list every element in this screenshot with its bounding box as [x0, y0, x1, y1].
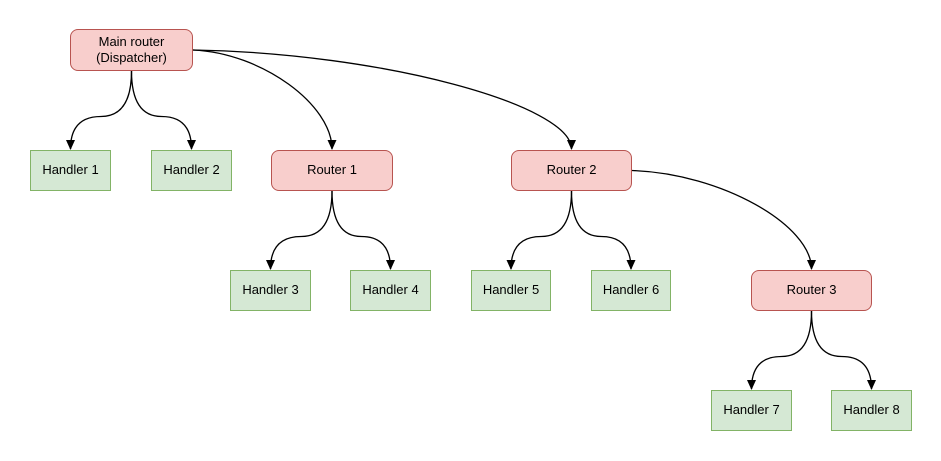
node-handler-8: Handler 8	[831, 390, 912, 431]
edge-main-h2	[130, 70, 196, 150]
node-handler-7: Handler 7	[711, 390, 792, 431]
edge-main-r2	[192, 49, 576, 150]
node-handler-6: Handler 6	[591, 270, 671, 311]
node-handler-4: Handler 4	[350, 270, 431, 311]
edge-main-h1	[66, 70, 133, 150]
edge-r2-r3	[631, 169, 816, 270]
node-handler-2: Handler 2	[151, 150, 232, 191]
node-handler-1: Handler 1	[30, 150, 111, 191]
edge-r3-h7	[747, 310, 813, 390]
edge-r2-h5	[506, 190, 573, 270]
node-main-router: Main router (Dispatcher)	[70, 29, 193, 71]
edge-r3-h8	[810, 310, 876, 390]
node-router-1: Router 1	[271, 150, 393, 191]
node-router-3: Router 3	[751, 270, 872, 311]
edge-r1-h4	[331, 190, 395, 270]
node-router-2: Router 2	[511, 150, 632, 191]
edge-r1-h3	[266, 190, 333, 270]
node-handler-5: Handler 5	[471, 270, 551, 311]
edge-main-r1	[192, 49, 337, 150]
edge-r2-h6	[570, 190, 636, 270]
node-handler-3: Handler 3	[230, 270, 311, 311]
